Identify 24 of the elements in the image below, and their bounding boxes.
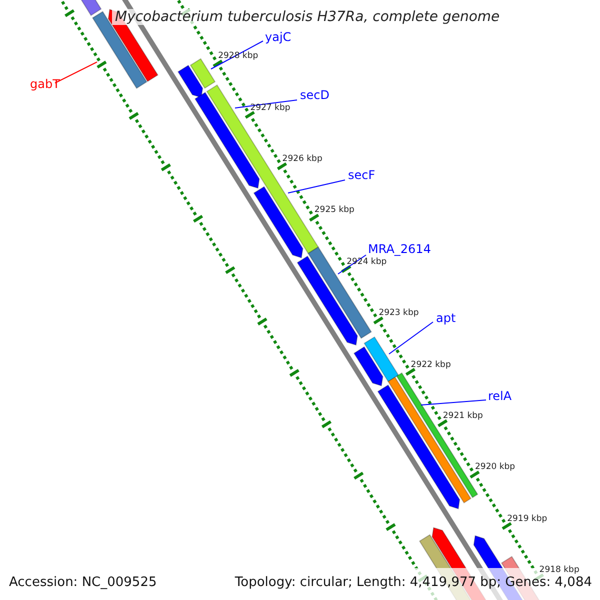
- footer-text: Accession: NC_009525: [9, 576, 157, 589]
- gene-label: yajC: [265, 31, 292, 43]
- leader-line: [210, 40, 264, 70]
- leader-line: [288, 180, 346, 194]
- gene-label: secF: [348, 169, 376, 181]
- tick-label: 2919 kbp: [507, 514, 548, 524]
- gene-label: relA: [488, 390, 512, 402]
- leader-line: [420, 400, 486, 406]
- leader-line: [388, 322, 434, 354]
- gene-label: gabT: [30, 78, 60, 90]
- leader-line: [234, 100, 298, 108]
- tick-label: 2920 kbp: [475, 463, 516, 472]
- gene-label: apt: [436, 312, 456, 324]
- gene-label: MRA_2614: [368, 243, 431, 255]
- tick-label: 2927 kbp: [250, 104, 290, 112]
- tick-label: 2921 kbp: [442, 412, 483, 420]
- tick-label: 2918 kbp: [539, 566, 580, 575]
- tick-label: 2922 kbp: [410, 360, 451, 370]
- footer-text: Topology: circular; Length: 4,419,977 bp; Genes: 4,084: [234, 576, 592, 589]
- leader-line: [54, 62, 98, 84]
- tick-label: 2925 kbp: [314, 206, 354, 215]
- tick-label: 2923 kbp: [378, 309, 419, 318]
- tick-label: 2926 kbp: [282, 155, 322, 164]
- gene-label: secD: [300, 89, 330, 101]
